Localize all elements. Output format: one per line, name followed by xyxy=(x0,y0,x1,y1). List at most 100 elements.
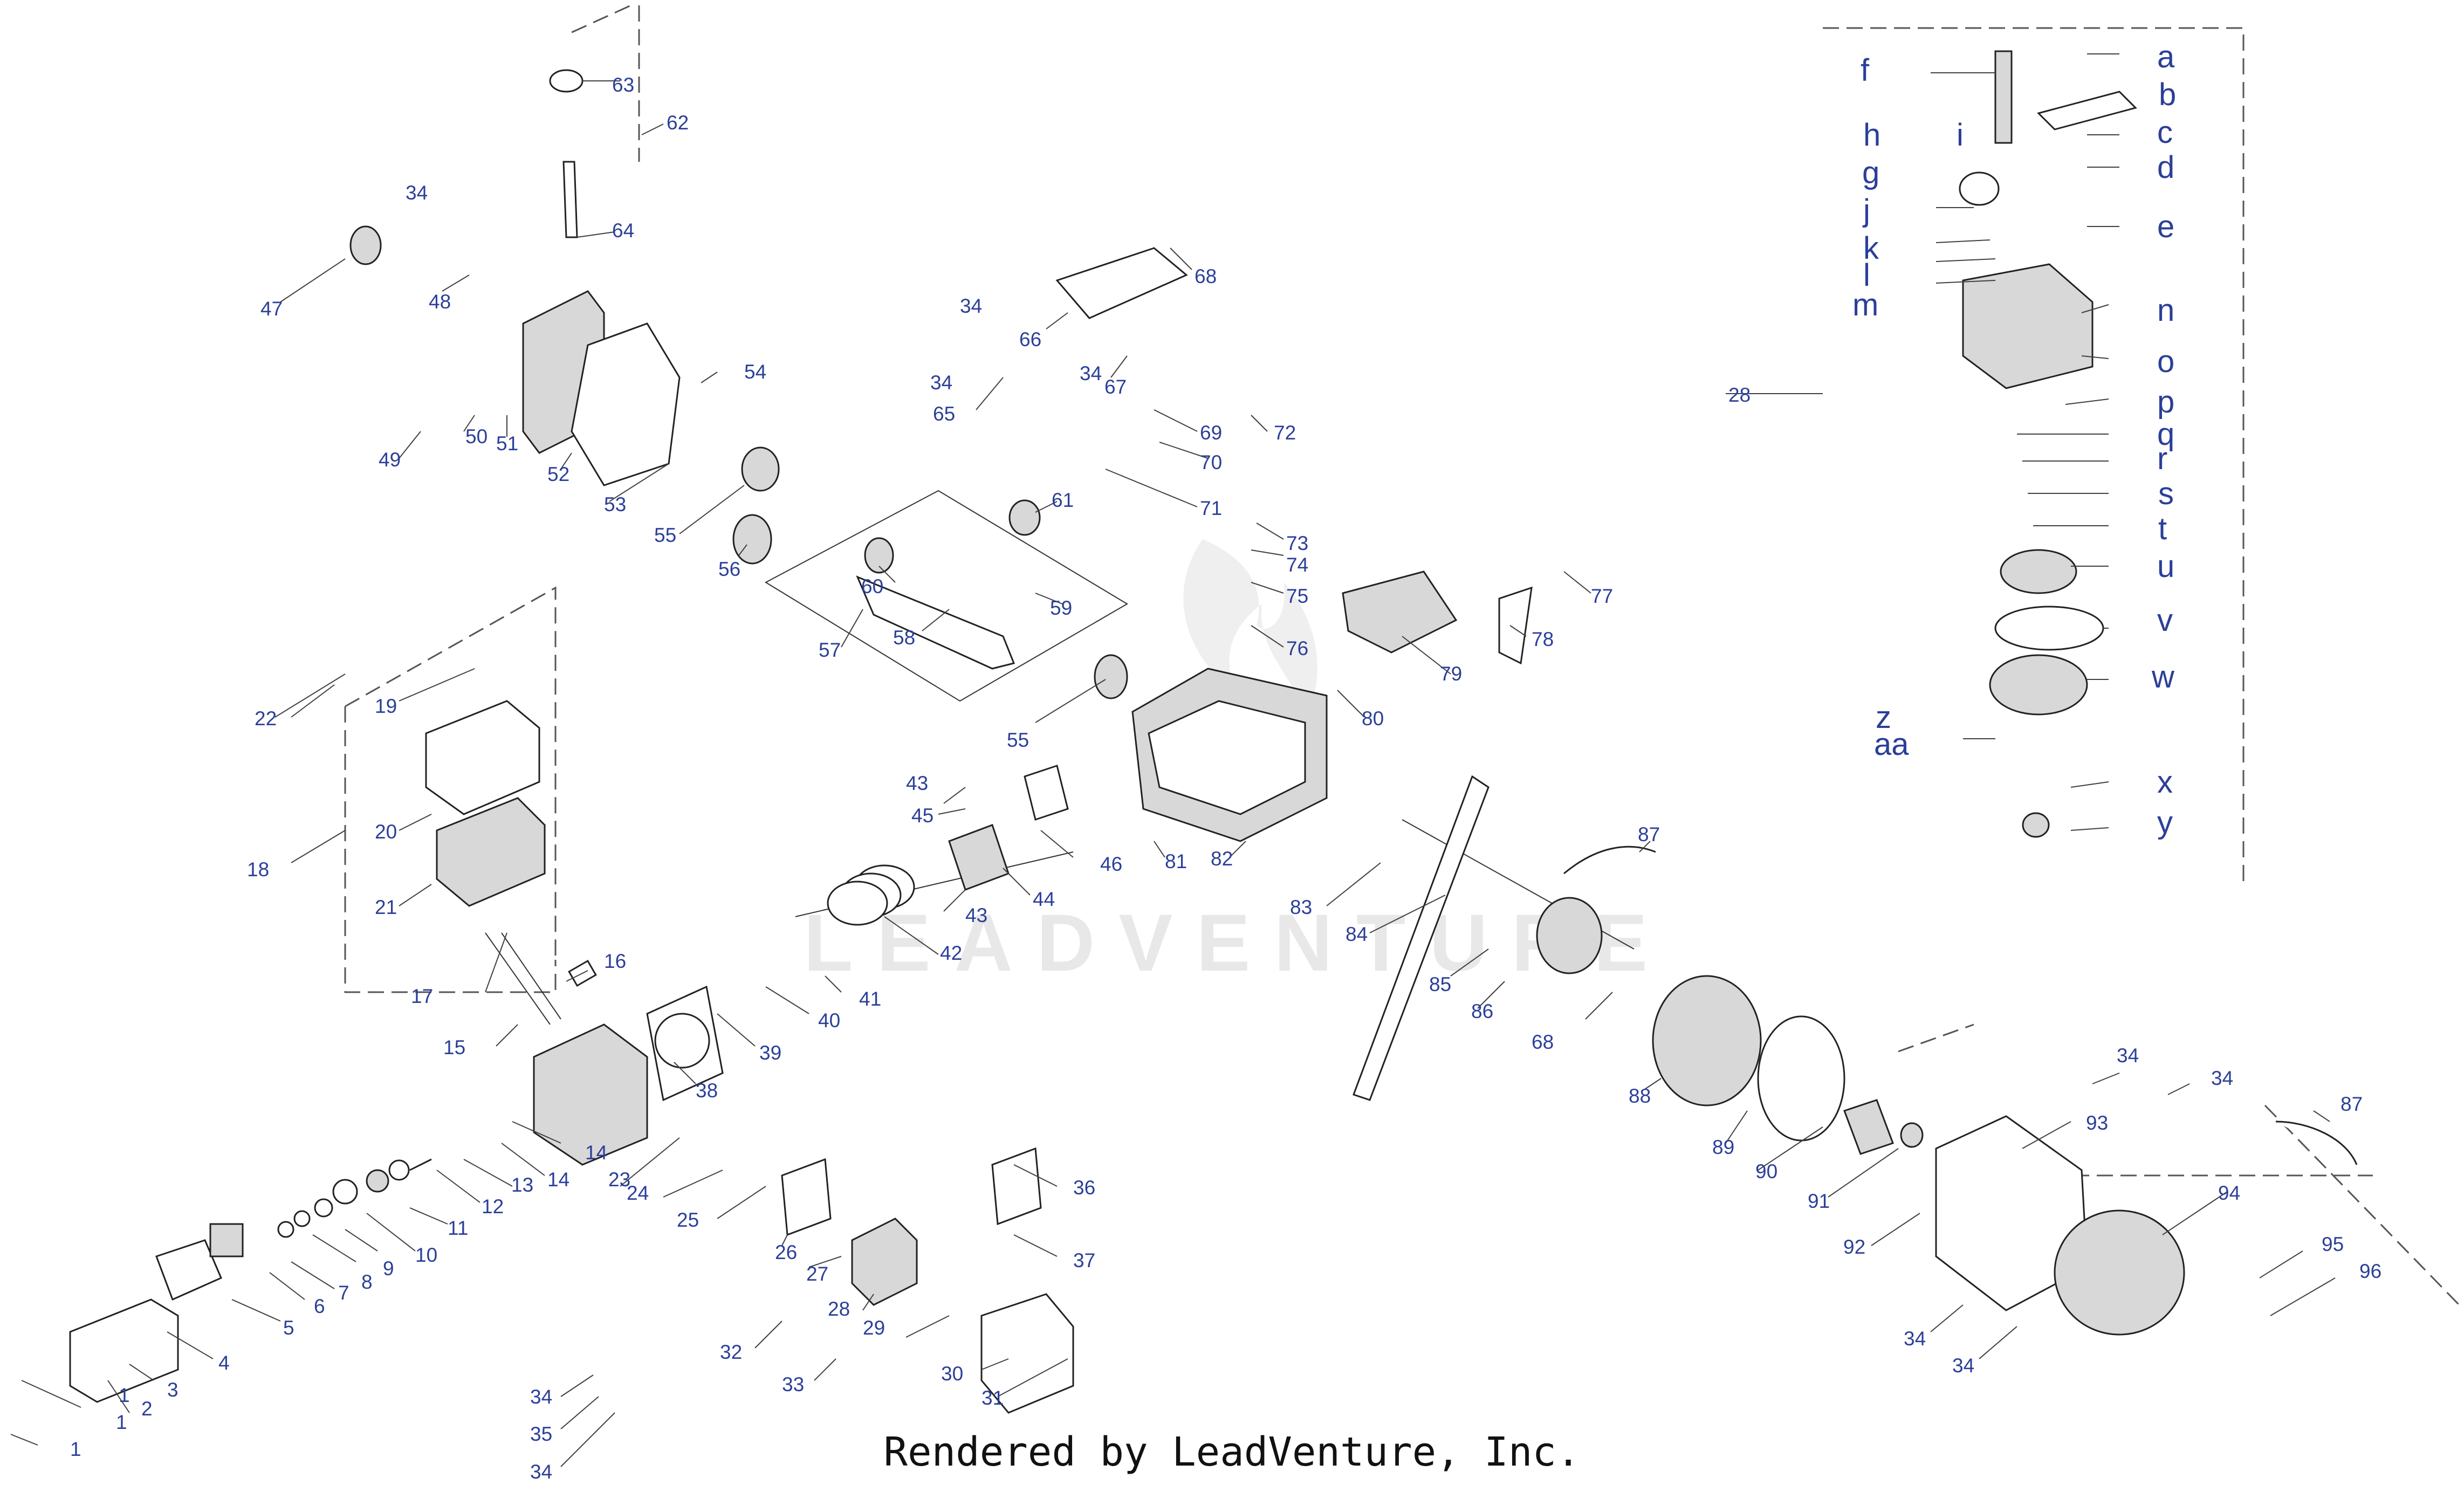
callout-28: 28 xyxy=(828,1298,850,1320)
letter-a: a xyxy=(2157,39,2175,74)
callout-1: 1 xyxy=(70,1438,81,1460)
callout-89: 89 xyxy=(1712,1136,1734,1158)
letter-q: q xyxy=(2157,417,2174,452)
float-bowl xyxy=(1989,654,2088,716)
callout-64: 64 xyxy=(612,219,634,242)
callout-84: 84 xyxy=(1346,923,1368,945)
callout-52: 52 xyxy=(547,463,569,485)
callout-95: 95 xyxy=(2322,1233,2344,1255)
callout-47: 47 xyxy=(260,298,283,320)
crankcase-gasket xyxy=(571,322,681,486)
letter-w: w xyxy=(2151,659,2175,695)
callout-87: 87 xyxy=(2341,1093,2363,1115)
callout-27: 27 xyxy=(806,1263,828,1285)
callout-68: 68 xyxy=(1532,1031,1554,1053)
letter-c: c xyxy=(2157,115,2173,150)
fuel-tank-bracket xyxy=(1055,247,1188,319)
callout-19: 19 xyxy=(375,695,397,717)
callout-71: 71 xyxy=(1200,497,1222,519)
letter-o: o xyxy=(2157,344,2174,379)
callout-58: 58 xyxy=(893,627,915,649)
callout-63: 63 xyxy=(612,74,634,96)
callout-11: 11 xyxy=(448,1217,468,1239)
carburetor xyxy=(851,1218,918,1306)
letter-j: j xyxy=(1862,193,1870,228)
muffler-bracket xyxy=(991,1147,1042,1226)
wire-harness-2 xyxy=(2275,1120,2358,1165)
letter-t: t xyxy=(2158,511,2167,546)
starter-motor xyxy=(1342,570,1458,654)
flywheel xyxy=(1652,975,1762,1106)
callout-33: 33 xyxy=(782,1373,804,1395)
callout-92: 92 xyxy=(1843,1236,1865,1258)
letter-aa: aa xyxy=(1874,727,1909,762)
footer-credit: Rendered by LeadVenture, Inc. xyxy=(883,1429,1581,1475)
leader-lines xyxy=(10,53,2336,1467)
throttle-lever xyxy=(2037,91,2137,130)
letter-f: f xyxy=(1861,53,1870,88)
callout-54: 54 xyxy=(744,361,766,383)
callout-55: 55 xyxy=(654,524,676,546)
callout-6: 6 xyxy=(314,1295,325,1317)
callout-37: 37 xyxy=(1073,1249,1095,1271)
letter-r: r xyxy=(2157,441,2167,476)
callout-45: 45 xyxy=(911,805,934,827)
governor-gear xyxy=(1008,499,1041,536)
letter-u: u xyxy=(2157,549,2174,584)
callout-46: 46 xyxy=(1100,853,1122,875)
callout-83: 83 xyxy=(1290,896,1312,918)
callout-14: 14 xyxy=(547,1168,569,1191)
callout-16: 16 xyxy=(604,950,626,972)
callout-18: 18 xyxy=(247,858,269,881)
drain-bolt xyxy=(2022,812,2050,838)
callout-74: 74 xyxy=(1286,554,1308,576)
callout-62: 62 xyxy=(667,112,689,134)
callout-34: 34 xyxy=(406,182,428,204)
callout-57: 57 xyxy=(819,639,841,661)
callout-61: 61 xyxy=(1052,489,1074,511)
letter-n: n xyxy=(2157,293,2174,328)
callout-3: 3 xyxy=(167,1379,179,1401)
callout-48: 48 xyxy=(429,291,451,313)
watermark: LEADVENTURE xyxy=(804,897,1671,988)
callout-86: 86 xyxy=(1471,1000,1493,1022)
callout-34: 34 xyxy=(2211,1067,2233,1089)
callout-94: 94 xyxy=(2218,1182,2240,1204)
letter-x: x xyxy=(2157,765,2173,800)
callout-50: 50 xyxy=(465,425,488,448)
callout-28: 28 xyxy=(1728,384,1751,406)
choke-lever xyxy=(1994,50,2013,144)
callout-17: 17 xyxy=(411,985,433,1007)
callout-72: 72 xyxy=(1274,422,1296,444)
recoil-starter xyxy=(2054,1209,2185,1336)
callout-60: 60 xyxy=(861,575,883,597)
callout-87: 87 xyxy=(1638,823,1660,845)
callout-73: 73 xyxy=(1286,532,1308,554)
callout-65: 65 xyxy=(933,403,955,425)
callout-76: 76 xyxy=(1286,637,1308,659)
callout-1: 1 xyxy=(116,1411,127,1433)
air-filter xyxy=(436,797,546,907)
callout-34: 34 xyxy=(930,372,952,394)
callout-20: 20 xyxy=(375,821,397,843)
cam-gear xyxy=(732,514,772,565)
callout-93: 93 xyxy=(2086,1112,2108,1134)
callout-12: 12 xyxy=(482,1195,504,1218)
callout-34: 34 xyxy=(1080,362,1102,384)
callout-9: 9 xyxy=(383,1257,394,1280)
callout-35: 35 xyxy=(530,1423,552,1445)
letter-p: p xyxy=(2157,384,2174,420)
letter-g: g xyxy=(1862,155,1879,190)
starter-bracket xyxy=(1498,586,1533,665)
callout-70: 70 xyxy=(1200,451,1222,473)
piston-ring-3 xyxy=(827,881,888,926)
valve-cover xyxy=(69,1298,179,1403)
letter-z: z xyxy=(1876,700,1891,735)
callout-2: 2 xyxy=(141,1398,153,1420)
callout-5: 5 xyxy=(283,1317,294,1339)
ignition-coil-lead xyxy=(1353,775,1490,1101)
connecting-rod xyxy=(1024,765,1069,821)
callout-77: 77 xyxy=(1591,585,1613,607)
letter-m: m xyxy=(1852,287,1878,322)
